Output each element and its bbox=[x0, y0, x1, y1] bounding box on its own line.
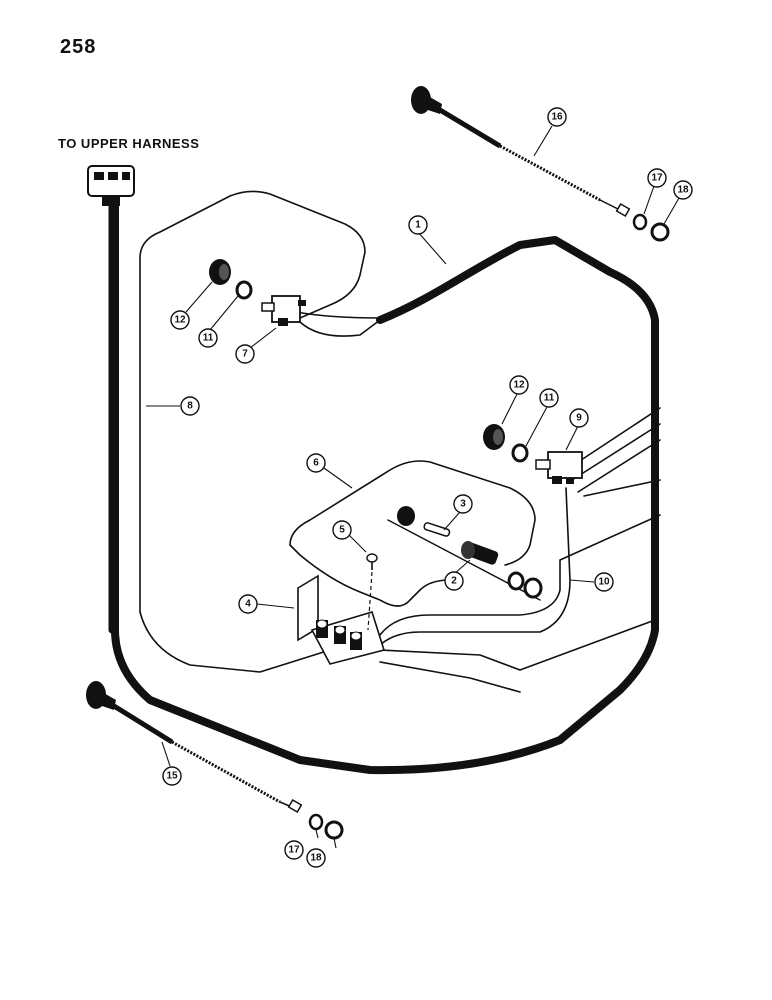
cable-15 bbox=[86, 681, 303, 813]
svg-text:11: 11 bbox=[203, 333, 214, 344]
leader-17a bbox=[643, 185, 655, 215]
nut-11-lower bbox=[511, 443, 529, 463]
callout-17-upper: 17 bbox=[647, 168, 667, 188]
fuse-washer-a bbox=[507, 571, 525, 591]
bracket-line-4 bbox=[583, 479, 661, 497]
svg-text:17: 17 bbox=[288, 845, 300, 856]
leader-2 bbox=[453, 559, 471, 575]
leader-6 bbox=[323, 467, 353, 489]
washer-17-upper bbox=[632, 213, 648, 231]
svg-text:2: 2 bbox=[451, 576, 457, 587]
leader-9 bbox=[565, 425, 579, 451]
svg-text:17: 17 bbox=[651, 173, 663, 184]
leader-11b bbox=[525, 404, 549, 447]
callout-18-upper: 18 bbox=[673, 180, 693, 200]
fuse-holder-cap bbox=[397, 506, 415, 526]
nut-18-upper bbox=[650, 222, 670, 242]
callout-7: 7 bbox=[235, 344, 255, 364]
nut-11-upper bbox=[235, 280, 253, 300]
terminal-block bbox=[310, 611, 386, 665]
svg-text:5: 5 bbox=[339, 525, 345, 536]
svg-text:8: 8 bbox=[187, 401, 193, 412]
switch-7 bbox=[261, 295, 306, 326]
leader-12b bbox=[501, 391, 519, 425]
callout-15: 15 bbox=[162, 766, 182, 786]
svg-text:9: 9 bbox=[576, 413, 582, 424]
leader-1 bbox=[417, 231, 447, 265]
leader-10 bbox=[569, 579, 595, 583]
svg-text:7: 7 bbox=[242, 349, 248, 360]
fuse-washer-b bbox=[523, 577, 543, 599]
bracket-line-2 bbox=[571, 423, 661, 481]
callout-11-lower: 11 bbox=[539, 388, 559, 408]
wire-10 bbox=[379, 487, 571, 646]
svg-text:10: 10 bbox=[598, 577, 610, 588]
svg-text:3: 3 bbox=[460, 499, 466, 510]
switch-9 bbox=[535, 451, 583, 484]
svg-text:11: 11 bbox=[544, 393, 555, 404]
leader-12a bbox=[185, 281, 213, 313]
page-number: 258 bbox=[60, 36, 97, 58]
callout-16: 16 bbox=[547, 107, 567, 127]
knob-12-lower bbox=[483, 424, 505, 450]
callout-6: 6 bbox=[306, 453, 326, 473]
washer-17-lower bbox=[308, 813, 324, 831]
leader-11a bbox=[209, 295, 239, 331]
leader-3 bbox=[443, 511, 461, 531]
screw-5 bbox=[366, 553, 378, 631]
callout-2: 2 bbox=[444, 571, 464, 591]
callout-10: 10 bbox=[594, 572, 614, 592]
leader-18a bbox=[663, 197, 680, 225]
leader-5 bbox=[347, 533, 367, 553]
leader-16 bbox=[533, 125, 553, 157]
leader-4 bbox=[256, 603, 295, 609]
thin-harness-6 bbox=[289, 460, 536, 566]
knob-12-upper bbox=[209, 259, 231, 285]
callout-11-upper: 11 bbox=[198, 328, 218, 348]
thin-harness-8-lower bbox=[139, 611, 331, 673]
callout-1: 1 bbox=[408, 215, 428, 235]
switch-7-wire-b bbox=[295, 311, 381, 319]
svg-text:6: 6 bbox=[313, 458, 319, 469]
wire-harness-inner bbox=[379, 514, 661, 636]
svg-text:18: 18 bbox=[677, 185, 689, 196]
wire-harness-lower bbox=[379, 619, 656, 671]
callout-9: 9 bbox=[569, 408, 589, 428]
main-harness-wire bbox=[104, 191, 659, 775]
leader-15 bbox=[161, 741, 171, 767]
cable-16 bbox=[411, 86, 631, 217]
fuse-holder-2 bbox=[461, 541, 499, 565]
thin-harness-8 bbox=[139, 190, 366, 613]
svg-text:18: 18 bbox=[310, 853, 322, 864]
callout-8: 8 bbox=[180, 396, 200, 416]
callout-12-upper: 12 bbox=[170, 310, 190, 330]
upper-harness-connector bbox=[87, 165, 135, 206]
wire-harness-lower-b bbox=[379, 661, 521, 693]
upper-harness-label: TO UPPER HARNESS bbox=[58, 136, 200, 151]
fuse-3 bbox=[423, 522, 451, 537]
leader-17b bbox=[315, 829, 319, 839]
thin-harness-6-lower bbox=[289, 544, 451, 607]
svg-text:12: 12 bbox=[174, 315, 186, 326]
switch-7-wire bbox=[299, 319, 381, 337]
leader-7 bbox=[249, 327, 277, 349]
nut-18-lower bbox=[324, 820, 344, 840]
callout-17-lower: 17 bbox=[284, 840, 304, 860]
svg-text:12: 12 bbox=[513, 380, 525, 391]
callout-3: 3 bbox=[453, 494, 473, 514]
bracket-line-3 bbox=[577, 439, 661, 493]
leader-18b bbox=[333, 837, 337, 849]
svg-text:4: 4 bbox=[245, 599, 251, 610]
svg-text:1: 1 bbox=[415, 220, 421, 231]
callout-5: 5 bbox=[332, 520, 352, 540]
callout-12-lower: 12 bbox=[509, 375, 529, 395]
callout-18-lower: 18 bbox=[306, 848, 326, 868]
callout-4: 4 bbox=[238, 594, 258, 614]
svg-text:15: 15 bbox=[166, 771, 178, 782]
svg-text:16: 16 bbox=[551, 112, 563, 123]
